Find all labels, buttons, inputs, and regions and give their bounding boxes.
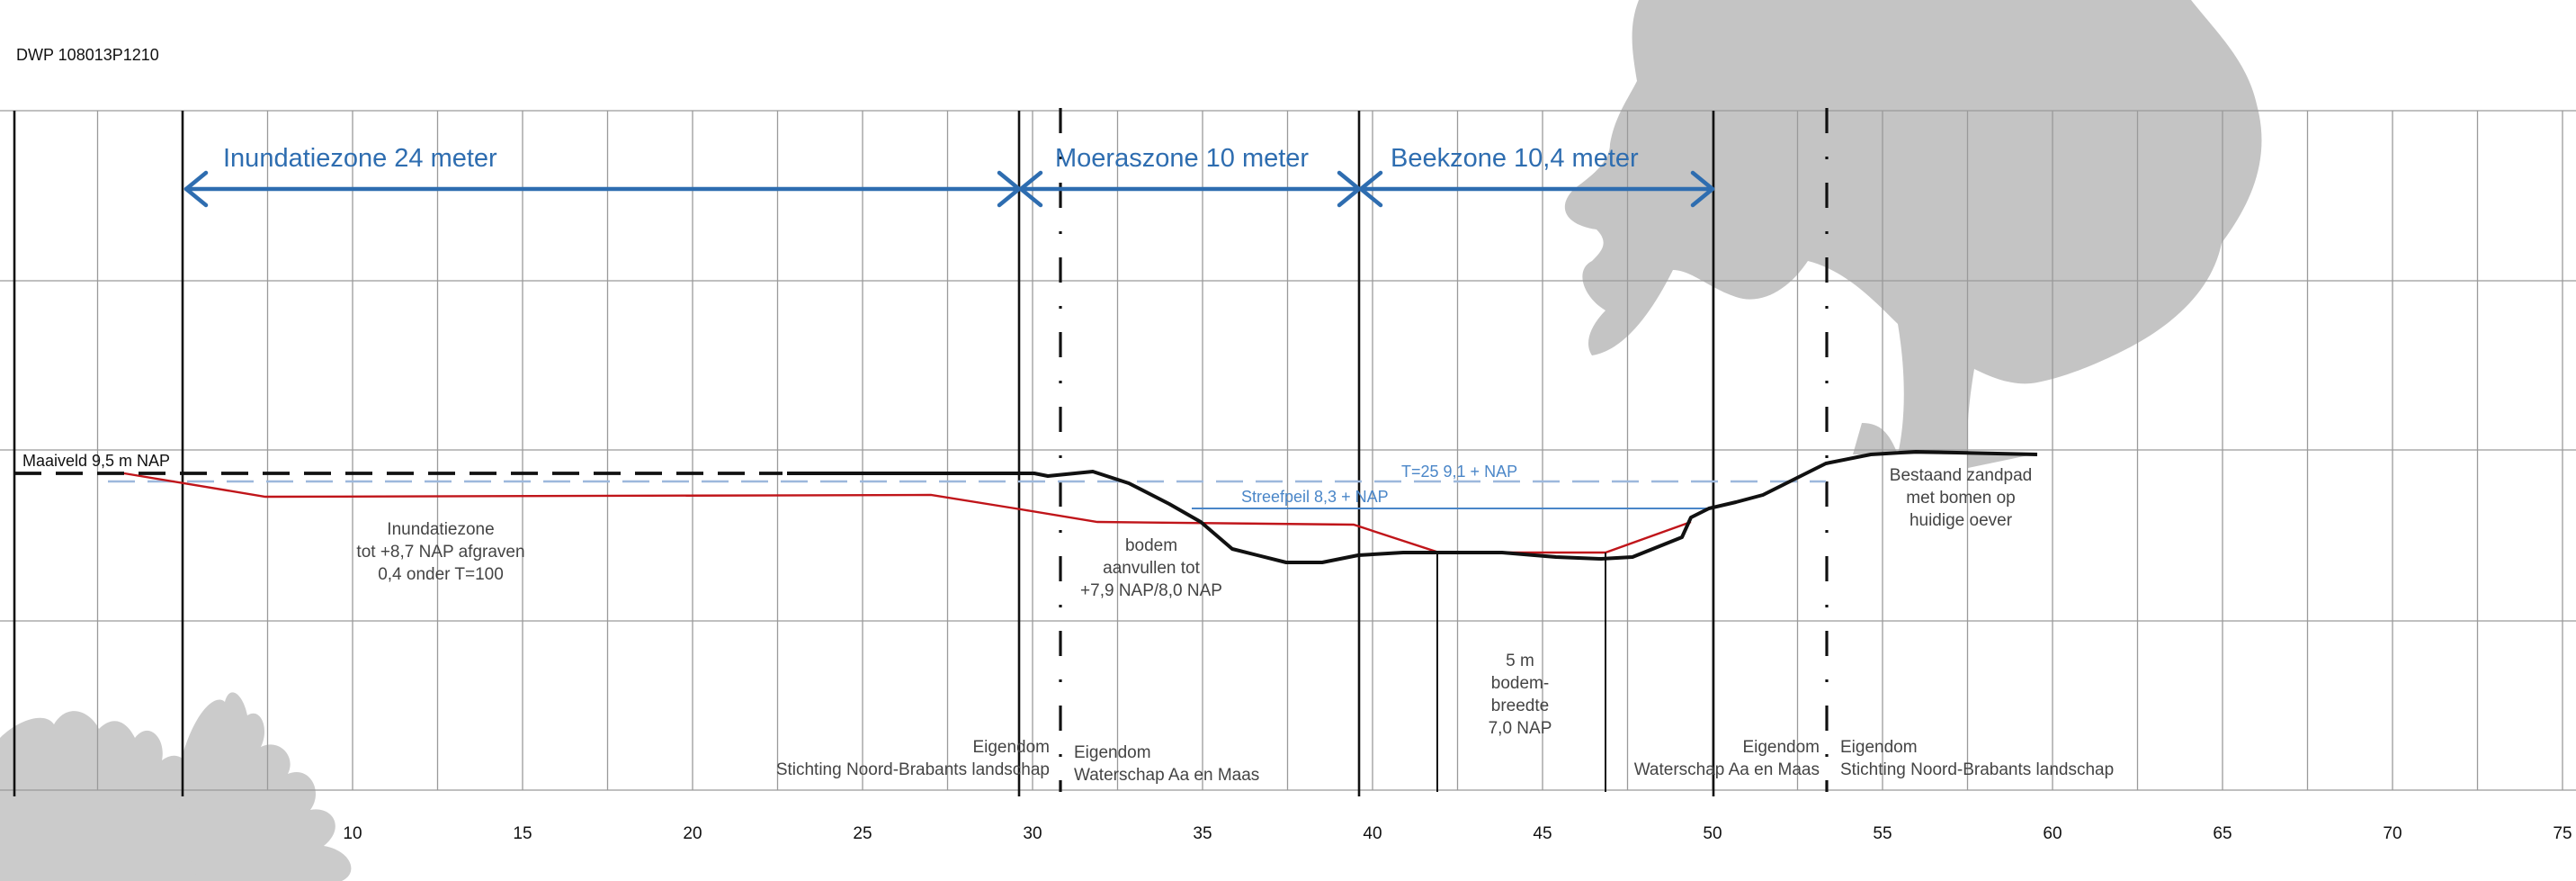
bodem-note: bodem aanvullen tot +7,9 NAP/8,0 NAP — [1080, 536, 1222, 600]
ownership-left-2: Eigendom Waterschap Aa en Maas — [1074, 743, 1260, 785]
bush-icon — [0, 692, 352, 881]
x-tick-label: 75 — [2553, 824, 2572, 843]
inundatie-note: Inundatiezone tot +8,7 NAP afgraven 0,4 … — [356, 520, 525, 584]
x-tick-label: 50 — [1703, 824, 1722, 843]
zone-arrows — [183, 170, 1715, 208]
x-tick-label: 25 — [853, 824, 872, 843]
x-tick-label: 40 — [1363, 824, 1382, 843]
zandpad-note: Bestaand zandpad met bomen op huidige oe… — [1889, 466, 2033, 530]
zone-label-moeras: Moeraszone 10 meter — [1055, 144, 1310, 173]
x-tick-label: 70 — [2383, 824, 2402, 843]
drawing-id: DWP 108013P1210 — [16, 46, 159, 64]
maaiveld-label: Maaiveld 9,5 m NAP — [22, 452, 171, 470]
section-boundaries — [13, 111, 1715, 796]
bottom-width-markers — [1436, 553, 1606, 792]
t25-label: T=25 9,1 + NAP — [1401, 463, 1518, 481]
x-tick-label: 55 — [1873, 824, 1892, 843]
x-tick-label: 65 — [2213, 824, 2232, 843]
existing-profile-line — [787, 450, 2038, 564]
design-profile-line — [123, 472, 1692, 554]
x-tick-label: 30 — [1023, 824, 1042, 843]
x-tick-label: 35 — [1193, 824, 1212, 843]
x-tick-label: 20 — [683, 824, 702, 843]
x-tick-label: 10 — [343, 824, 362, 843]
zone-label-beek: Beekzone 10,4 meter — [1391, 144, 1639, 173]
ownership-left-1: Eigendom Stichting Noord-Brabants landsc… — [775, 738, 1050, 779]
zone-label-inundatie: Inundatiezone 24 meter — [223, 144, 497, 173]
ownership-right-1: Eigendom Waterschap Aa en Maas — [1633, 738, 1820, 779]
x-tick-label: 45 — [1533, 824, 1552, 843]
x-tick-label: 15 — [513, 824, 532, 843]
bottom-width-note: 5 m bodem- breedte 7,0 NAP — [1488, 652, 1552, 738]
x-tick-label: 60 — [2043, 824, 2062, 843]
streefpeil-label: Streefpeil 8,3 + NAP — [1241, 488, 1389, 506]
ownership-right-2: Eigendom Stichting Noord-Brabants landsc… — [1840, 738, 2115, 779]
tree-icon — [1564, 0, 2262, 468]
